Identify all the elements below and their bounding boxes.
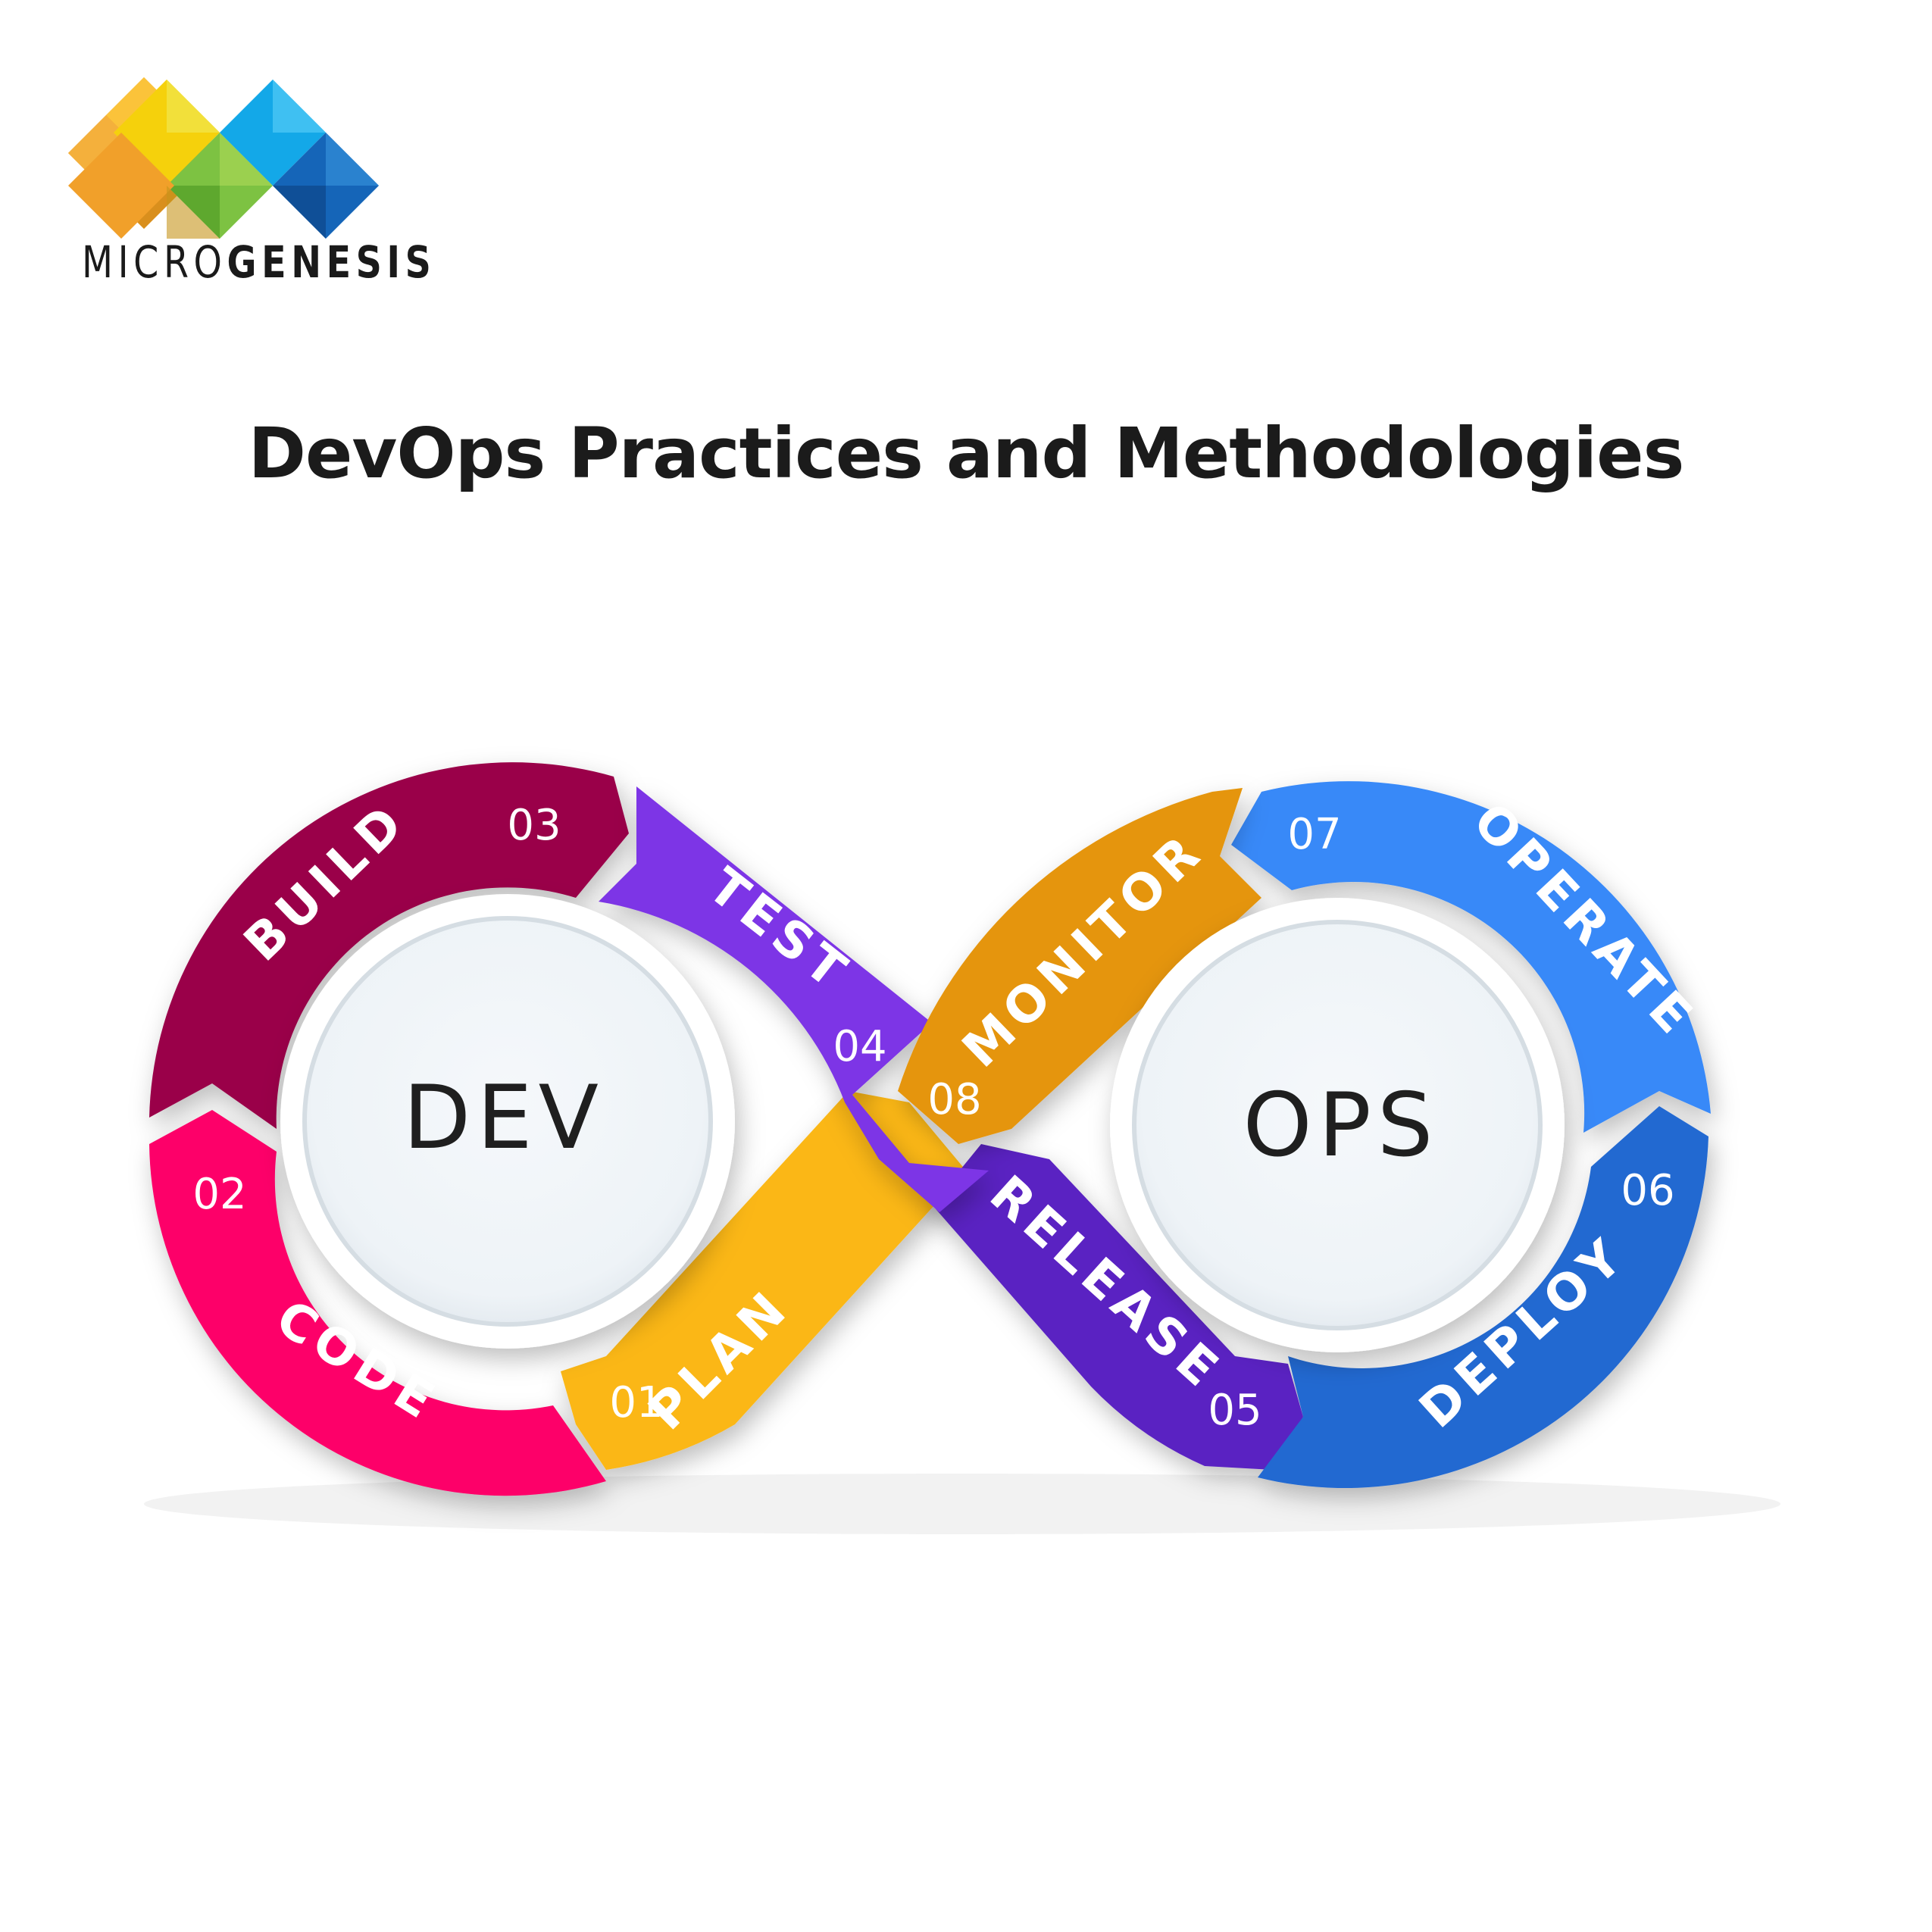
hub-dev: DEV xyxy=(280,894,735,1349)
stage-num-plan: 01 xyxy=(609,1378,663,1427)
segment-code xyxy=(149,1110,606,1496)
stage-num-deploy: 06 xyxy=(1621,1166,1674,1215)
hub-ops: OPS xyxy=(1110,898,1565,1352)
logo-text-genesis: GENESIS xyxy=(227,236,436,288)
stage-num-test: 04 xyxy=(833,1022,886,1071)
page-title: DevOps Practices and Methodologies xyxy=(248,413,1685,494)
logo-wordmark: MICROGENESIS xyxy=(82,236,436,288)
logo-text-micro: MICRO xyxy=(82,236,227,288)
segment-build xyxy=(149,762,629,1129)
stage-num-monitor: 08 xyxy=(927,1075,981,1124)
hub-ops-label: OPS xyxy=(1243,1074,1440,1177)
stage-num-build: 03 xyxy=(507,801,561,850)
stage-num-code: 02 xyxy=(192,1170,246,1219)
segment-operate xyxy=(1231,781,1711,1133)
hub-dev-label: DEV xyxy=(403,1067,605,1169)
microgenesis-logo xyxy=(68,76,386,303)
segment-test-body xyxy=(599,786,989,1212)
segment-monitor xyxy=(898,788,1261,1144)
segment-release xyxy=(932,1144,1303,1470)
ground-shadow xyxy=(144,1474,1780,1534)
segment-plan xyxy=(561,1091,966,1470)
stage-num-release: 05 xyxy=(1208,1386,1261,1435)
stage-num-operate: 07 xyxy=(1287,810,1341,859)
segment-deploy xyxy=(1258,1106,1708,1489)
